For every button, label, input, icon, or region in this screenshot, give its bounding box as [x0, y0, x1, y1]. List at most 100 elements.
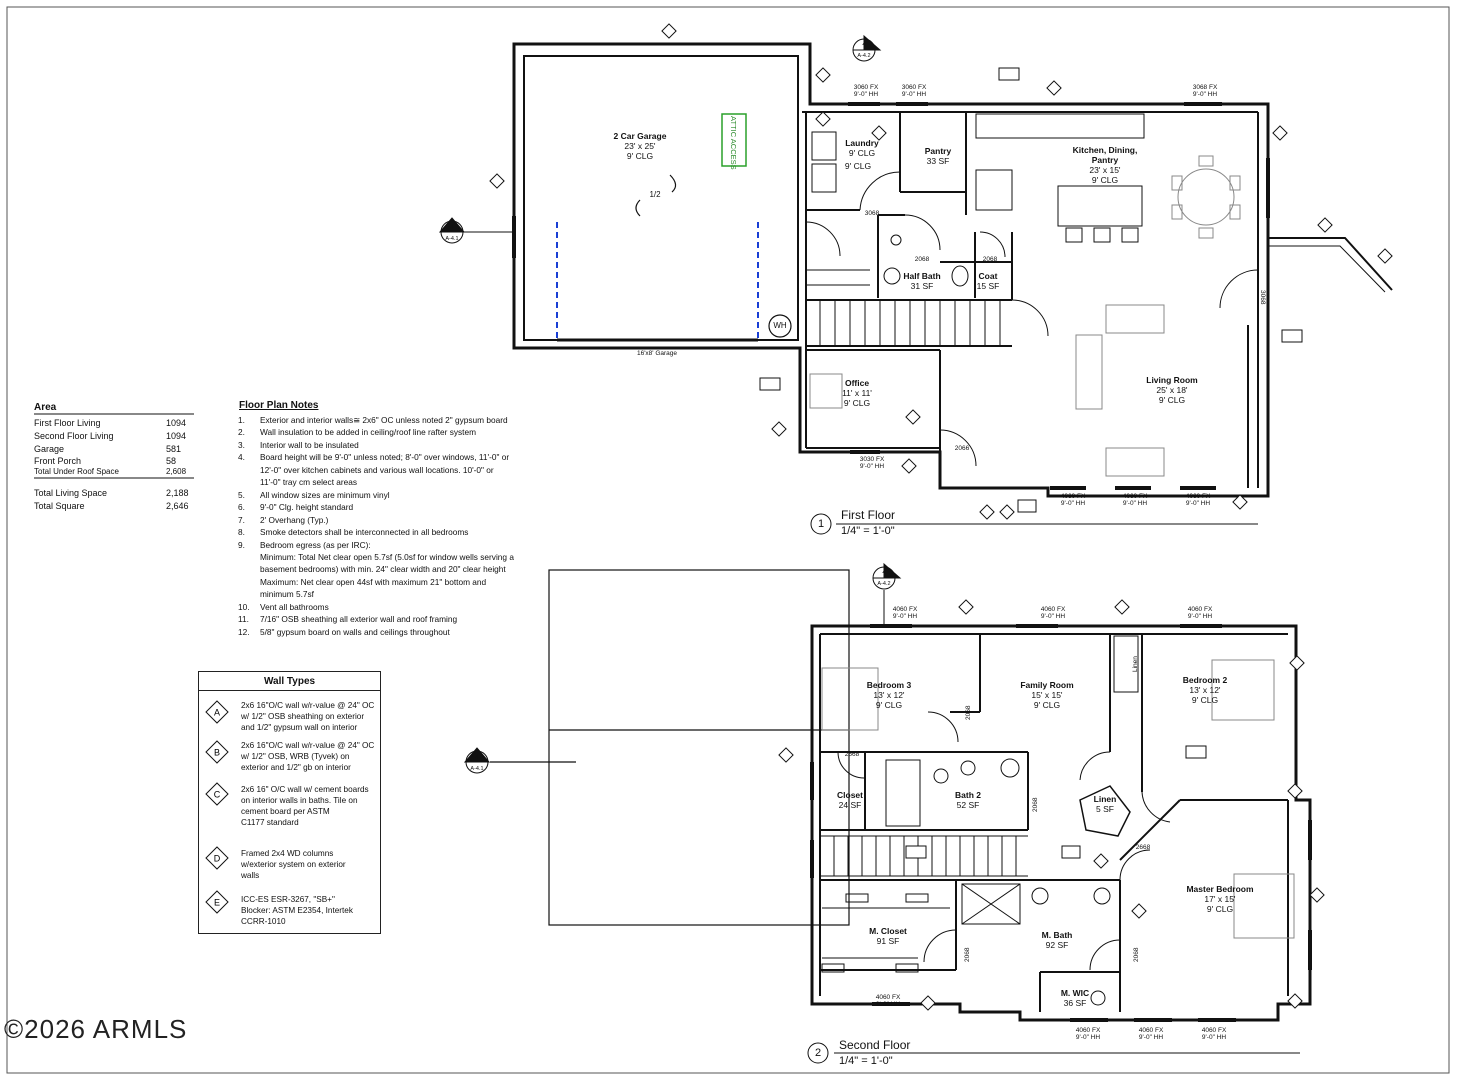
room-size: 15' x 15': [1031, 690, 1063, 700]
second-floor-scale: 1/4" = 1'-0": [839, 1055, 893, 1067]
section-tag-bottom: A-4.1: [470, 766, 484, 772]
door-label: 2068: [1032, 797, 1039, 812]
note-number: 11.: [238, 614, 249, 625]
room-closet: Closet 24 SF: [837, 790, 863, 810]
note-text: Maximum: Net clear open 44sf with maximu…: [260, 576, 487, 587]
note-number: 3.: [238, 439, 245, 450]
area-label: Total Living Space: [34, 488, 108, 498]
garage-door-lines: [556, 222, 759, 340]
kitchen-island: [1057, 185, 1143, 227]
room-size: 91 SF: [876, 936, 900, 946]
room-clg: 9' CLG: [1033, 700, 1061, 710]
wall-types-title: Wall Types: [199, 672, 380, 691]
wall-type-letter: A: [214, 708, 220, 718]
door-swings-2: [837, 711, 1171, 971]
note-number: 4.: [238, 452, 245, 463]
bathtub-icon: [885, 759, 921, 827]
wall-type-letter: C: [214, 790, 221, 800]
room-clg: 9' CLG: [1191, 695, 1219, 705]
note-line: minimum 5.7sf: [238, 590, 314, 598]
note-number: 10.: [238, 601, 250, 612]
area-value: 1094: [166, 418, 187, 428]
room-half-bath: Half Bath 31 SF: [903, 271, 940, 291]
note-text: 12'-0" over kitchen cabinets and various…: [260, 464, 494, 475]
second-floor-number: 2: [814, 1047, 822, 1059]
area-value: 58: [166, 456, 177, 466]
room-size: 17' x 15': [1204, 894, 1236, 904]
room-name: Linen: [1093, 794, 1117, 804]
wall-type-letter: B: [214, 748, 220, 758]
room-size: 25' x 18': [1156, 385, 1188, 395]
wall-type-line: 2x6 16"O/C wall w/r-value @ 24" OC: [241, 741, 375, 750]
room-size: 13' x 12': [873, 690, 905, 700]
note-line: 2.Wall insulation to be added in ceiling…: [238, 428, 476, 437]
note-line: 12'-0" over kitchen cabinets and various…: [238, 466, 494, 474]
section-tag-top: 4: [475, 755, 479, 761]
window-marks-2: [810, 624, 1312, 1022]
note-text: Minimum: Total Net clear open 5.7sf (5.0…: [260, 551, 514, 562]
note-number: 12.: [238, 626, 250, 637]
wall-type-line: 2x6 16" O/C wall w/ cement boards: [241, 785, 369, 794]
door-label: 2066: [954, 445, 970, 452]
linen-vertical-label: Linen: [1132, 656, 1139, 672]
dryer-icon: [811, 163, 837, 193]
laundry-clg: 9' CLG: [844, 161, 872, 171]
door-label: 2068: [914, 256, 930, 263]
room-name: Kitchen, Dining,: [1072, 145, 1138, 155]
room-clg: 9' CLG: [1206, 904, 1234, 914]
wall-types-legend: Wall Types A 2x6 16"O/C wall w/r-value @ …: [198, 671, 381, 934]
note-text: 2' Overhang (Typ.): [260, 514, 329, 525]
attic-access-box: [721, 113, 747, 167]
room-size: 13' x 12': [1189, 685, 1221, 695]
room-m-wic: M. WIC 36 SF: [1061, 988, 1089, 1008]
wall-type-description: 2x6 16"O/C wall w/r-value @ 24" OC w/ 1/2…: [241, 740, 379, 773]
wall-type-line: w/ 1/2" OSB, WRB (Tyvek) on: [241, 752, 350, 761]
note-line: 3.Interior wall to be insulated: [238, 439, 359, 450]
first-floor-title: First Floor: [841, 508, 895, 522]
linen-closet-outline: [1079, 785, 1131, 837]
section-tag-bottom: A-4.2: [857, 53, 871, 59]
room-size: 52 SF: [956, 800, 980, 810]
note-line: basement bedrooms) with min. 24" clear w…: [238, 565, 506, 573]
wall-type-letter: E: [214, 898, 220, 908]
door-swings-1: [805, 171, 1259, 467]
second-floor-interior: [819, 633, 1289, 1012]
note-number: 9.: [238, 539, 245, 550]
room-size: 23' x 25': [624, 141, 656, 151]
wall-type-diamond-icon: D: [205, 846, 229, 870]
room-linen: Linen 5 SF: [1094, 794, 1117, 814]
note-text: Exterior and interior walls≅ 2x6" OC unl…: [260, 415, 508, 425]
note-line: 6.9'-0" Clg. height standard: [238, 503, 353, 512]
office-desk: [809, 373, 843, 409]
room-clg: 9' CLG: [875, 700, 903, 710]
room-name: Bedroom 3: [866, 680, 912, 690]
wall-type-diamond-icon: E: [205, 890, 229, 914]
room-master: Master Bedroom 17' x 15' 9' CLG: [1186, 884, 1253, 914]
first-floor-number-badge: [810, 513, 832, 535]
note-line: 7.2' Overhang (Typ.): [238, 514, 329, 525]
wall-type-line: ICC-ES ESR-3267, "SB+": [241, 895, 335, 904]
note-line: 8.Smoke detectors shall be interconnecte…: [238, 528, 468, 537]
section-tag-top: 4: [882, 570, 886, 576]
note-text: basement bedrooms) with min. 24" clear w…: [260, 564, 506, 575]
area-value: 2,646: [166, 501, 189, 511]
room-pantry: Pantry 33 SF: [925, 146, 951, 166]
area-title: Area: [34, 402, 57, 413]
note-number: 5.: [238, 489, 245, 500]
first-floor-walls: [512, 42, 1270, 498]
door-label: 2668: [844, 751, 860, 758]
